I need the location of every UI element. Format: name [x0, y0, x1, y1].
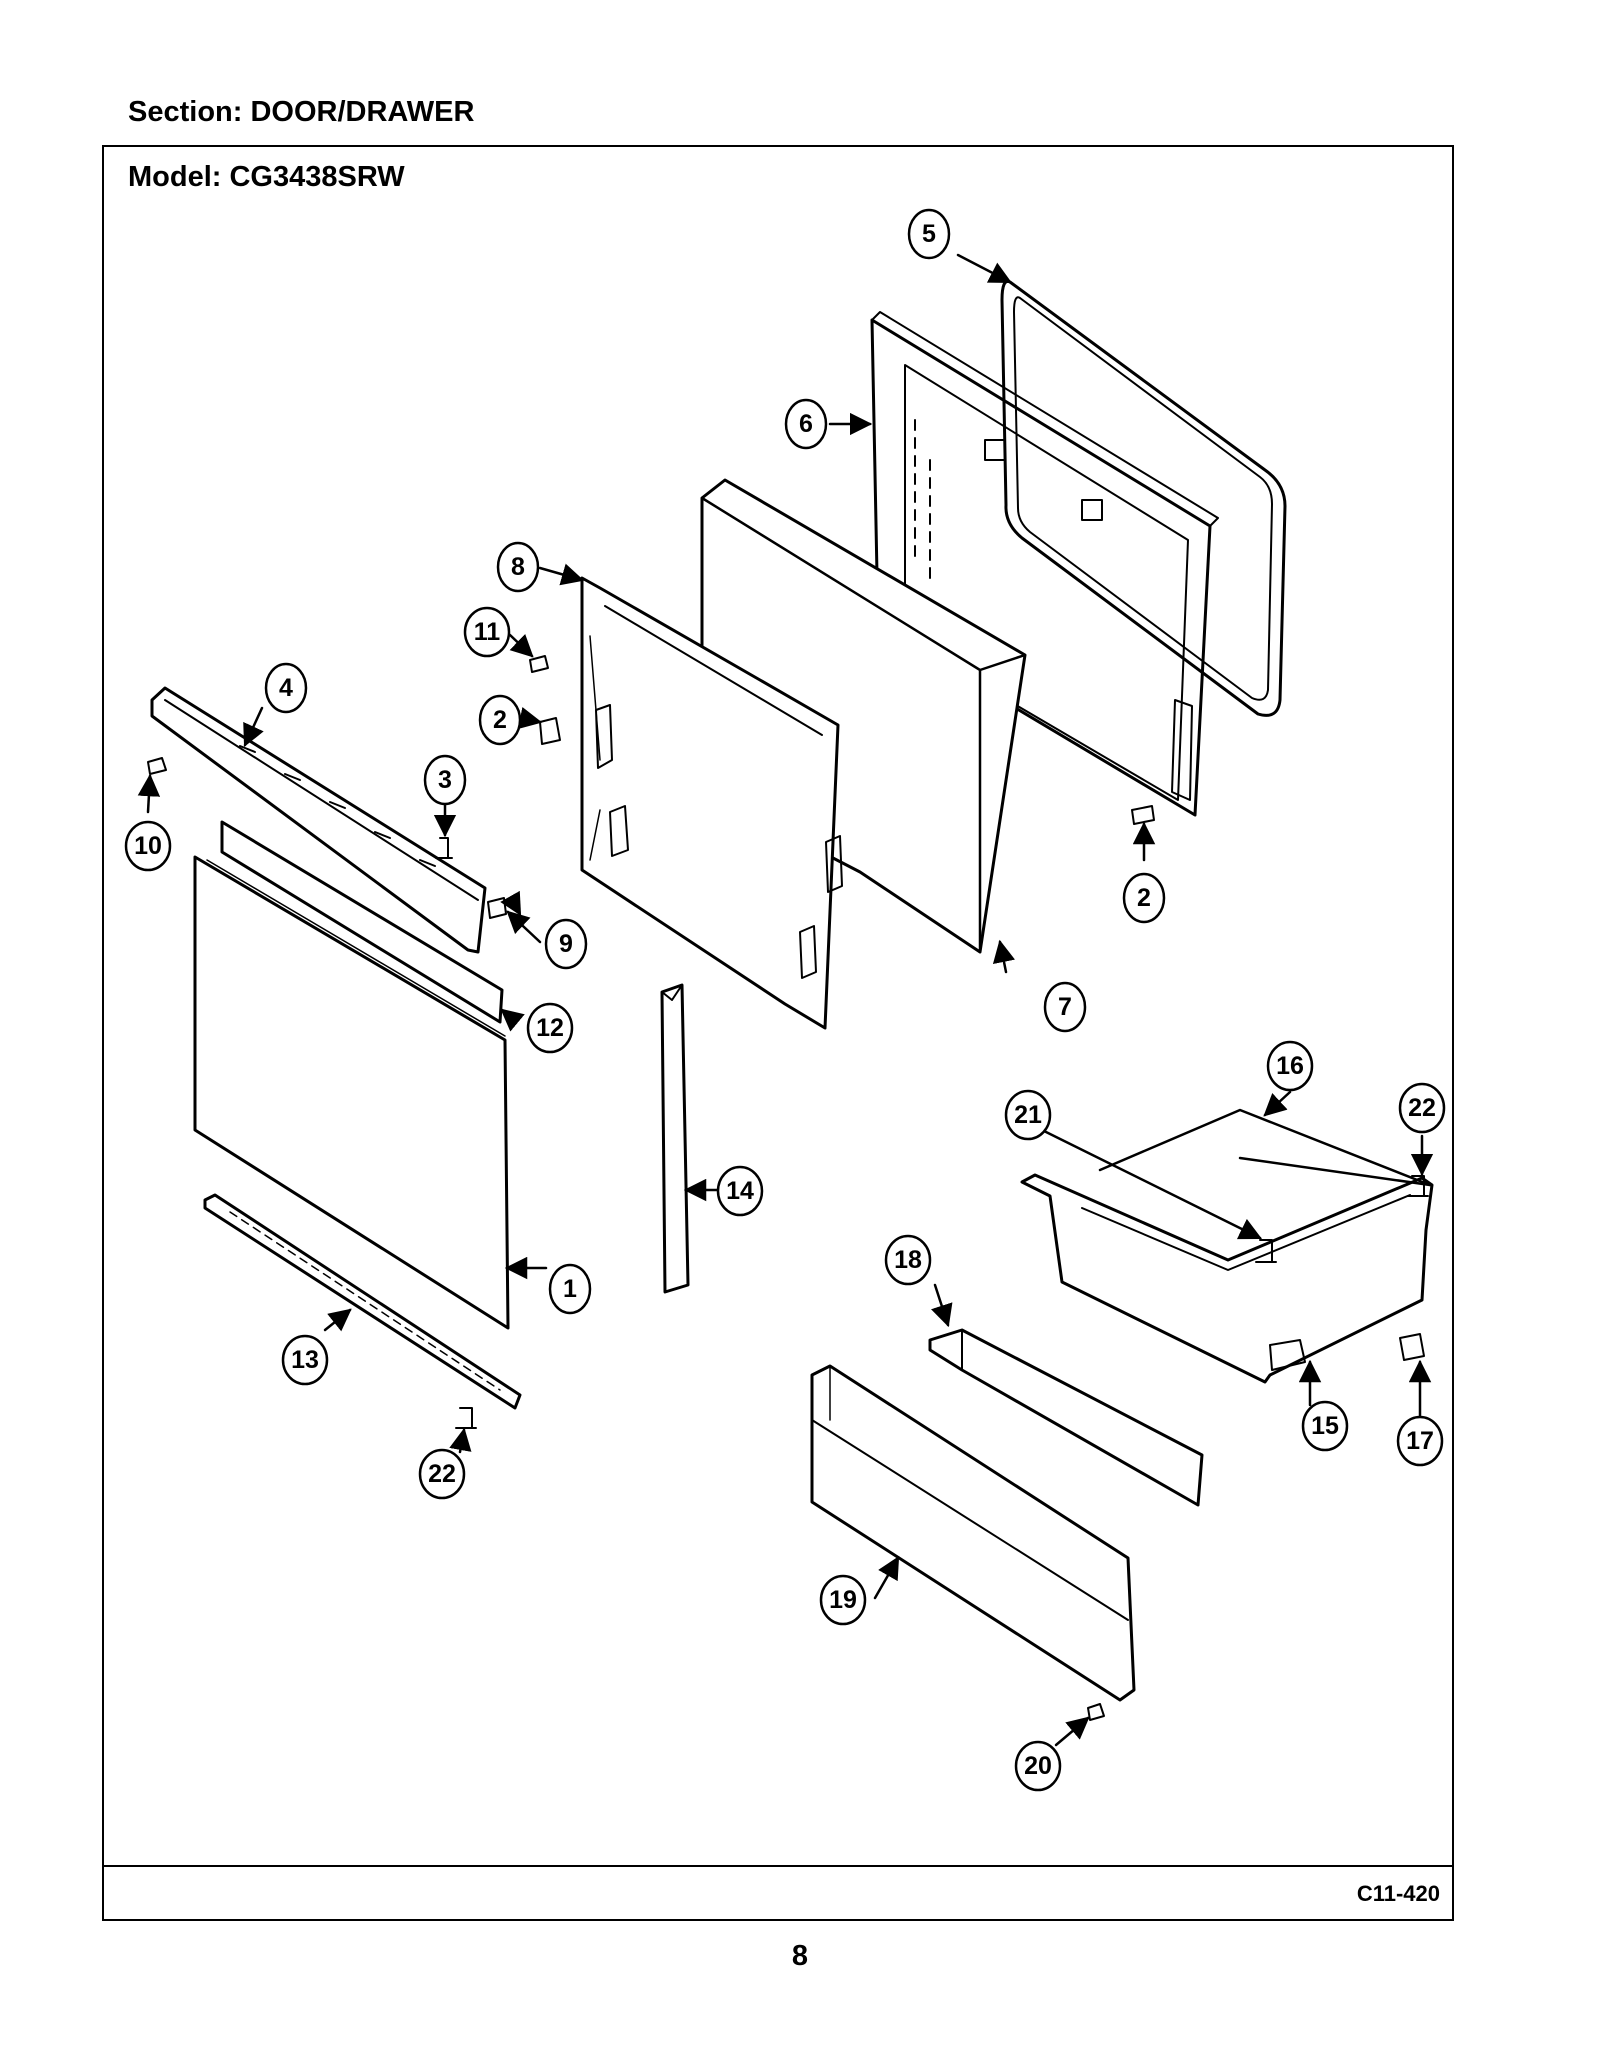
part-drawer-pan [1020, 1108, 1434, 1384]
callout-11: 11 [463, 606, 511, 658]
callout-8: 8 [496, 541, 540, 593]
svg-text:18: 18 [894, 1246, 922, 1274]
section-title: Section: DOOR/DRAWER [128, 96, 475, 128]
svg-text:2: 2 [493, 706, 507, 734]
callout-1: 1 [548, 1263, 592, 1315]
svg-text:14: 14 [726, 1177, 754, 1205]
callout-14: 14 [716, 1165, 764, 1217]
part-inner-door-frame [870, 311, 1219, 817]
callout-21: 21 [1004, 1089, 1052, 1141]
svg-text:17: 17 [1406, 1427, 1434, 1455]
part-drawer-glide [928, 1328, 1204, 1507]
callout-2: 2 [1122, 872, 1166, 924]
callout-5: 5 [907, 208, 951, 260]
callout-4: 4 [264, 662, 308, 714]
svg-text:8: 8 [511, 553, 525, 581]
svg-text:7: 7 [1058, 993, 1072, 1021]
svg-text:16: 16 [1276, 1052, 1304, 1080]
callouts: 1 2 2 3 4 5 6 7 8 9 10 11 12 13 14 15 16… [124, 208, 1446, 1792]
part-vent-trim [150, 686, 487, 954]
svg-text:15: 15 [1311, 1412, 1339, 1440]
callout-18: 18 [884, 1234, 932, 1286]
svg-text:13: 13 [291, 1346, 319, 1374]
svg-text:5: 5 [922, 220, 936, 248]
callout-10: 10 [124, 820, 172, 872]
part-bottom-door-trim [203, 1193, 522, 1410]
svg-text:20: 20 [1024, 1752, 1052, 1780]
callout-22: 22 [418, 1448, 466, 1500]
page-number: 8 [791, 1940, 809, 1972]
part-door-gasket [1000, 279, 1287, 717]
svg-text:2: 2 [1137, 884, 1151, 912]
callout-7: 7 [1043, 981, 1087, 1033]
callout-16: 16 [1266, 1040, 1314, 1092]
callout-19: 19 [819, 1574, 867, 1626]
part-window-strip [220, 820, 504, 1024]
diagram-frame: Model: CG3438SRW C11-420 [102, 145, 1454, 1921]
callout-3: 3 [423, 754, 467, 806]
svg-text:19: 19 [829, 1586, 857, 1614]
callout-20: 20 [1014, 1740, 1062, 1792]
svg-text:22: 22 [1408, 1094, 1436, 1122]
part-drawer-front [810, 1364, 1136, 1702]
leader-lines [137, 253, 1434, 1747]
svg-text:9: 9 [559, 930, 573, 958]
part-outer-door-glass [193, 855, 510, 1330]
callout-6: 6 [784, 398, 828, 450]
svg-text:21: 21 [1014, 1101, 1042, 1129]
callout-12: 12 [526, 1002, 574, 1054]
svg-text:3: 3 [438, 766, 452, 794]
callout-22: 22 [1398, 1082, 1446, 1134]
callout-9: 9 [544, 918, 588, 970]
svg-text:12: 12 [536, 1014, 564, 1042]
svg-text:10: 10 [134, 832, 162, 860]
callout-13: 13 [281, 1334, 329, 1386]
callout-2: 2 [478, 694, 522, 746]
model-title: Model: CG3438SRW [128, 161, 405, 193]
svg-text:4: 4 [279, 674, 293, 702]
callout-17: 17 [1396, 1415, 1444, 1467]
figure-code: C11-420 [1356, 1881, 1440, 1906]
svg-text:22: 22 [428, 1460, 456, 1488]
callout-15: 15 [1301, 1400, 1349, 1452]
part-gasket-strip [660, 983, 690, 1294]
svg-text:11: 11 [474, 618, 501, 646]
svg-text:1: 1 [563, 1275, 577, 1303]
part-inner-door-panel [580, 576, 843, 1030]
svg-text:6: 6 [799, 410, 813, 438]
footer-divider [104, 1865, 1452, 1867]
